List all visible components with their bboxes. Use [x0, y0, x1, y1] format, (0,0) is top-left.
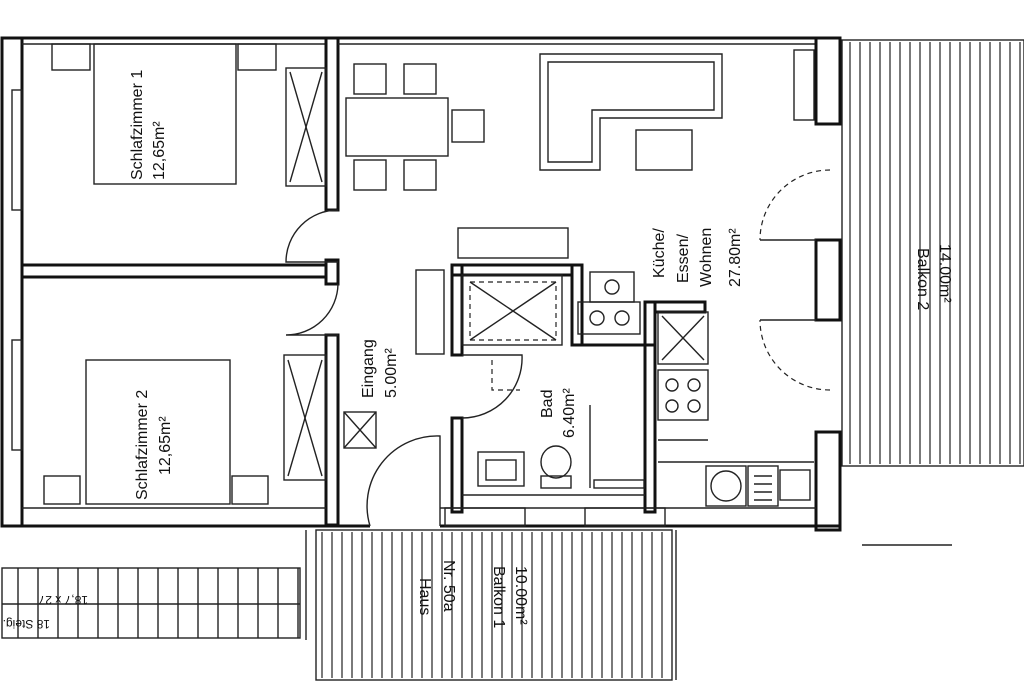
- stairs-steps: 18 Steig.: [3, 617, 50, 631]
- stove-top: [577, 301, 641, 335]
- washing-machine: [705, 465, 747, 507]
- bedroom2-area: 12,65m²: [157, 416, 174, 475]
- bedroom1-door: [285, 209, 339, 263]
- bath-door: [461, 354, 523, 419]
- dining-table: [345, 97, 449, 157]
- sink-drainer: [747, 465, 779, 507]
- bathroom: [461, 274, 645, 496]
- bedroom-divider-wall: [20, 263, 328, 279]
- living-name-line2: Essen/: [675, 234, 692, 283]
- cooktop: [657, 369, 709, 421]
- entrance-name: Eingang: [360, 339, 377, 398]
- toilet: [540, 445, 572, 479]
- sideboard: [793, 49, 815, 121]
- balcony2-name: Balkon 2: [914, 248, 931, 310]
- bedroom2-east-wall: [324, 333, 340, 527]
- chair: [403, 63, 437, 95]
- window: [11, 339, 23, 451]
- balcony1-name: Balkon 1: [490, 566, 507, 628]
- wardrobe: [283, 354, 327, 481]
- nightstand: [231, 475, 269, 505]
- nightstand: [51, 43, 91, 71]
- fridge: [657, 311, 709, 365]
- shower: [461, 274, 563, 346]
- stairs-dims: 18,7 x 27: [38, 593, 88, 607]
- bedroom1-east-wall: [324, 36, 340, 212]
- living-area: 27.80m²: [727, 228, 744, 287]
- bedroom2-furniture: [11, 339, 327, 505]
- bath-shelf: [593, 479, 645, 489]
- wardrobe: [285, 67, 327, 187]
- coat-rack: [415, 269, 445, 355]
- entrance-area: 5.00m²: [383, 348, 400, 398]
- stairs: [2, 568, 300, 638]
- living-name-line1: Küche/: [651, 228, 668, 278]
- kitchen: [577, 271, 814, 507]
- shelf: [457, 227, 569, 259]
- doors: [285, 169, 831, 527]
- sofa: [539, 53, 723, 171]
- chair: [353, 63, 387, 95]
- bedroom1-area: 12,65m²: [151, 121, 168, 180]
- balcony2-area: 14.00m²: [936, 244, 953, 303]
- bedroom1-furniture: [11, 43, 327, 211]
- balcony2-deck: [849, 42, 1021, 464]
- living-name-line3: Wohnen: [698, 228, 715, 287]
- chair: [451, 109, 485, 143]
- coffee-table: [635, 129, 693, 171]
- balcony1-deck: [321, 532, 663, 678]
- living-furniture: [343, 49, 815, 449]
- chair: [403, 159, 437, 191]
- bedroom1-name: Schlafzimmer 1: [129, 70, 146, 180]
- nightstand: [237, 43, 277, 71]
- bed: [93, 43, 237, 185]
- balcony-door-upper: [759, 169, 831, 241]
- balcony-door-lower: [759, 319, 831, 391]
- walls: [0, 36, 842, 532]
- entrance-door: [366, 435, 441, 527]
- window: [11, 89, 23, 211]
- sink: [779, 469, 811, 501]
- bath-area: 6.40m²: [561, 388, 578, 438]
- bedroom2-name: Schlafzimmer 2: [134, 390, 151, 500]
- balcony1-house: Haus: [416, 578, 433, 615]
- hob-small: [589, 271, 635, 303]
- nightstand: [43, 475, 81, 505]
- chair: [353, 159, 387, 191]
- balcony1-area: 10.00m²: [512, 566, 529, 625]
- fuse-box: [343, 411, 377, 449]
- bath-name: Bad: [539, 390, 556, 418]
- bed: [85, 359, 231, 505]
- bedroom2-door: [285, 283, 339, 336]
- balcony1-number: Nr. 50a: [440, 560, 457, 612]
- washbasin: [477, 451, 525, 487]
